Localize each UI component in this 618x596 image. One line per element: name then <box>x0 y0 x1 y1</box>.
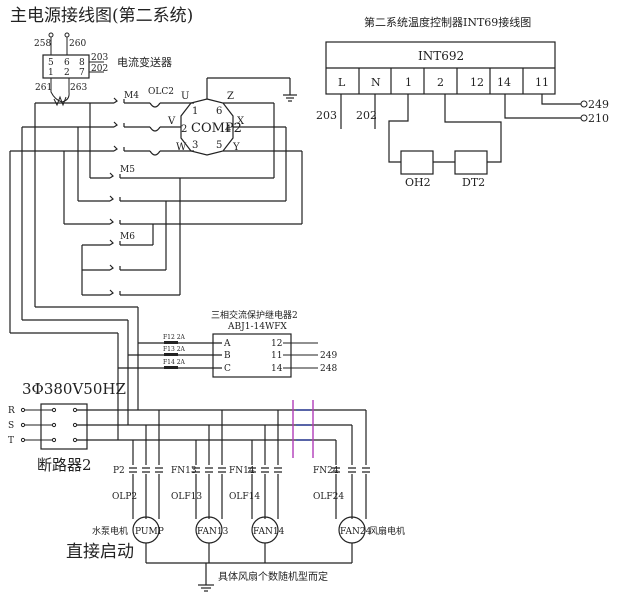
pin-1: 1 <box>48 68 54 78</box>
phase-s: S <box>8 421 14 431</box>
pin-2: 2 <box>64 68 70 78</box>
terminal-11: 11 <box>535 76 549 89</box>
phase-u: U <box>181 91 189 102</box>
terminal-260: 260 <box>69 39 86 49</box>
contactor-p2: P2 <box>113 466 125 476</box>
overload-olf13: OLF13 <box>171 492 202 502</box>
contactor-m4-label: M4 <box>124 91 139 101</box>
terminal-12: 12 <box>470 76 484 89</box>
pump-caption: 水泵电机 <box>92 525 128 537</box>
pin-6: 6 <box>64 58 70 68</box>
int69-controller-diagram: 第二系统温度控制器INT69接线图 INT692 L N 1 2 12 14 1… <box>316 15 609 189</box>
terminal-261: 261 <box>35 83 52 93</box>
current-transmitter-label: 电流变送器 <box>117 55 172 69</box>
pin-5: 5 <box>48 58 54 68</box>
relay-pin-b: B <box>224 351 231 361</box>
loads: P2 FN13 FN14 FN24 OLP2 OLF13 OLF14 OLF24… <box>66 410 405 592</box>
motor-pump-label: PUMP <box>135 527 164 537</box>
ground-icon <box>198 584 214 592</box>
pin-7: 7 <box>79 68 85 78</box>
pin-1: 1 <box>192 106 198 117</box>
controller-model: INT692 <box>418 49 464 63</box>
terminal-263: 263 <box>70 83 87 93</box>
relay-pin-a: A <box>223 339 231 349</box>
breaker-contacts <box>20 407 78 443</box>
phase-protection-relay: 三相交流保护继电器2 ABJ1-14WFX F12 2A F13 2A F14 … <box>118 309 337 378</box>
fan13-motor: FAN13 <box>195 516 229 544</box>
overload-olf24: OLF24 <box>313 492 344 502</box>
pin-6: 6 <box>216 106 222 117</box>
contactor-m6-label: M6 <box>120 232 135 242</box>
terminal-14: 14 <box>497 76 511 89</box>
phase-v: V <box>167 116 176 127</box>
pump-motor: PUMP <box>132 516 164 544</box>
wire-202: 202 <box>356 109 377 122</box>
compressor-label: COMP2 <box>191 121 242 136</box>
contactor-fn14: FN14 <box>229 466 255 476</box>
output-210: 210 <box>588 112 609 125</box>
phase-x: X <box>237 116 245 127</box>
overload-olf14: OLF14 <box>229 492 260 502</box>
fuse-f13: F13 2A <box>163 346 186 353</box>
relay-pin-11: 11 <box>271 351 282 361</box>
overload-olc2-label: OLC2 <box>148 87 174 97</box>
breaker-label: 断路器2 <box>37 456 92 474</box>
terminal-202: 202 <box>91 64 108 74</box>
terminal-258: 258 <box>34 39 51 49</box>
relay-pin-14: 14 <box>271 364 283 374</box>
terminal-1: 1 <box>405 76 412 89</box>
fan24-motor: FAN24 <box>338 516 372 544</box>
contactor-fn24: FN24 <box>313 466 339 476</box>
terminal-l: L <box>338 76 346 89</box>
start-mode-label: 直接启动 <box>66 542 134 562</box>
contactor-fn13: FN13 <box>171 466 197 476</box>
phase-r: R <box>8 406 15 416</box>
power-supply: 3Φ380V50HZ R S T 断路器2 <box>8 380 367 474</box>
terminal-n: N <box>371 76 381 89</box>
motor-fan24-label: FAN24 <box>340 527 372 537</box>
motor-fan13-label: FAN13 <box>197 527 229 537</box>
load-contacts <box>129 467 370 473</box>
relay-pin-c: C <box>224 364 231 374</box>
fuse-f14: F14 2A <box>163 359 186 366</box>
ground-icon <box>283 94 297 102</box>
phase-y: Y <box>232 142 240 153</box>
output-249: 249 <box>588 98 609 111</box>
contactor-m5-label: M5 <box>120 165 135 175</box>
pin-4: 4 <box>225 124 231 135</box>
current-transmitter: 258 260 5 6 8 1 2 7 203 202 电流变送器 261 26… <box>34 32 172 107</box>
fan-count-note: 具体风扇个数随机型而定 <box>218 570 328 583</box>
relay-title: 三相交流保护继电器2 <box>211 309 298 321</box>
fuse-f12: F12 2A <box>163 334 186 341</box>
motor-fan14-label: FAN14 <box>253 527 285 537</box>
sensor-oh2: OH2 <box>405 176 431 189</box>
wire-203: 203 <box>316 109 337 122</box>
pin-8: 8 <box>79 58 85 68</box>
terminal-203: 203 <box>91 53 108 63</box>
terminal-2: 2 <box>437 76 444 89</box>
overload-olp2: OLP2 <box>112 492 137 502</box>
pin-5: 5 <box>216 140 222 151</box>
phase-z: Z <box>227 91 234 102</box>
fan14-motor: FAN14 <box>251 516 285 544</box>
compressor-circuit: M4 OLC2 COMP2 U V W Z X Y 1 2 3 6 4 5 <box>9 77 303 440</box>
sensor-dt2: DT2 <box>462 176 485 189</box>
relay-output-249: 249 <box>320 351 337 361</box>
relay-output-248: 248 <box>320 364 337 374</box>
phase-t: T <box>8 436 14 446</box>
pin-3: 3 <box>192 140 198 151</box>
fan-caption: 风扇电机 <box>369 525 405 537</box>
pin-2: 2 <box>181 124 187 135</box>
relay-model: ABJ1-14WFX <box>227 322 287 332</box>
supply-label: 3Φ380V50HZ <box>22 380 126 398</box>
main-title: 主电源接线图(第二系统) <box>10 6 193 26</box>
controller-title: 第二系统温度控制器INT69接线图 <box>364 15 531 29</box>
relay-pin-12: 12 <box>271 339 282 349</box>
phase-w: W <box>176 142 187 153</box>
